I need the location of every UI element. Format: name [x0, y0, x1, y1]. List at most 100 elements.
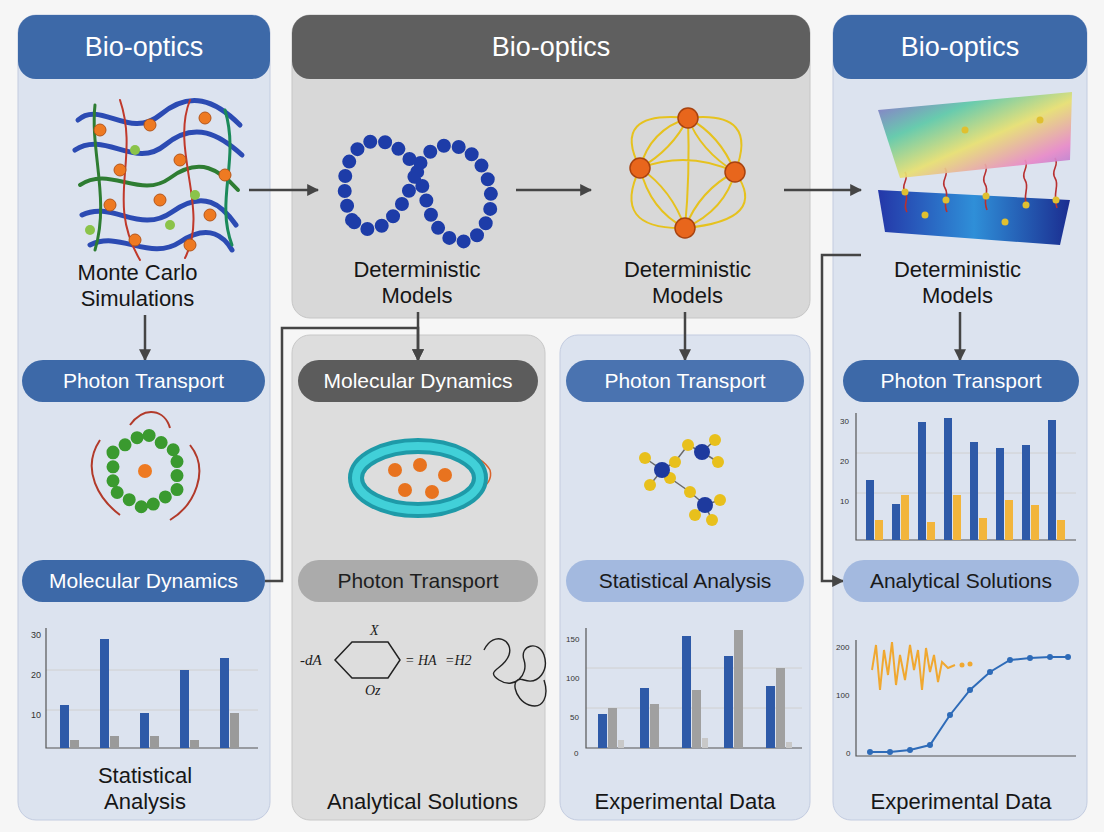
torus-illustration [413, 458, 427, 472]
label-holder: 200 [836, 636, 849, 654]
label-holder: 100 [836, 684, 849, 702]
formula-text: Oz [365, 683, 381, 698]
bar-chart [856, 413, 1076, 540]
bar-chart [618, 738, 792, 748]
flow-arrow [822, 255, 861, 581]
protein-illustration [184, 239, 196, 251]
axis-tick: 10 [840, 497, 849, 506]
method-pill: Photon Transport [298, 560, 538, 602]
bar-chart [190, 740, 199, 748]
line-chart [960, 662, 973, 668]
bar-chart [640, 688, 649, 748]
line-chart [968, 662, 973, 667]
line-chart [987, 669, 993, 675]
line-chart [856, 640, 1076, 756]
protein-illustration [75, 100, 242, 260]
molecule-illustration [639, 434, 726, 526]
bar-chart [856, 453, 1076, 493]
label-holder: 20 [840, 450, 849, 468]
figure-block: Experimental Data [570, 620, 800, 818]
bar-chart [970, 442, 978, 540]
molecule-illustration [92, 412, 200, 520]
axis-tick: 30 [31, 630, 41, 640]
molecule-illustration [138, 464, 152, 478]
panel-heading: Bio-optics [292, 15, 810, 79]
bar-chart [140, 713, 149, 748]
label-holder: X [370, 621, 379, 639]
layered-surface-illustration [943, 197, 950, 204]
formula-text: -dA [300, 652, 322, 668]
figure-block: Deterministic Models [861, 90, 1054, 312]
bar-chart [618, 740, 624, 748]
protein-illustration [80, 167, 238, 190]
bar-chart [180, 670, 189, 748]
protein-illustration [130, 145, 140, 155]
molecule-illustration [694, 444, 710, 460]
panel-shape [833, 15, 1087, 820]
bar-chart [608, 708, 617, 748]
protein-illustration [75, 100, 242, 260]
bar-chart [1005, 500, 1013, 540]
method-pill: Photon Transport [566, 360, 804, 402]
layered-surface-illustration [962, 127, 969, 134]
protein-illustration [78, 101, 240, 125]
panel-shape [292, 15, 810, 318]
line-chart [927, 742, 933, 748]
bar-chart [918, 422, 926, 540]
pill-label: Analytical Solutions [870, 569, 1052, 593]
figure-caption: Deterministic Models [861, 257, 1054, 308]
bar-chart [586, 628, 802, 748]
figure-caption: Experimental Data [871, 789, 1052, 814]
bar-chart [70, 740, 79, 748]
yellow-network-illustration [630, 108, 745, 238]
bar-chart [60, 705, 69, 748]
torus-illustration [438, 468, 452, 482]
bar-chart [786, 742, 792, 748]
molecule-illustration [684, 486, 696, 498]
axis-tick: 20 [840, 457, 849, 466]
bar-chart [682, 636, 691, 748]
bar-chart [692, 690, 701, 748]
protein-illustration [154, 194, 166, 206]
layered-surface-illustration [944, 168, 947, 212]
molecule-illustration [706, 514, 718, 526]
bar-chart [586, 628, 802, 748]
yellow-network-illustration [630, 108, 745, 238]
figure-caption: Analytical Solutions [327, 789, 518, 814]
molecule-illustration [639, 434, 726, 526]
flow-arrow [144, 315, 147, 360]
yellow-network-illustration [675, 218, 695, 238]
layered-surface-illustration [878, 92, 1072, 245]
line-chart [856, 640, 1076, 756]
molecule-illustration [712, 456, 724, 468]
figure-block: Experimental Data [845, 620, 1077, 818]
protein-illustration [104, 199, 116, 211]
layered-surface-illustration [1024, 160, 1027, 208]
label-holder: Oz [365, 681, 381, 699]
axis-tick: 0 [574, 749, 578, 758]
molecule-illustration [645, 440, 720, 520]
pill-label: Photon Transport [604, 369, 765, 393]
axis-tick: 100 [566, 674, 579, 683]
yellow-network-illustration [678, 108, 698, 128]
line-chart [1027, 655, 1033, 661]
line-chart [1007, 657, 1013, 663]
flow-arrow [784, 189, 861, 192]
label-holder: 50 [570, 706, 579, 724]
pill-label: Photon Transport [880, 369, 1041, 393]
label-holder: 0 [846, 742, 850, 760]
bar-chart [100, 639, 109, 748]
lower-panel [292, 335, 545, 820]
label-holder: = HA [405, 651, 437, 669]
torus-illustration [388, 463, 402, 477]
bar-chart [1048, 420, 1056, 540]
protein-illustration [190, 190, 200, 200]
bar-chart [875, 520, 883, 540]
protein-illustration [184, 100, 193, 258]
bar-chart [996, 448, 1004, 540]
layered-surface-illustration [983, 193, 990, 200]
column-panel: Deterministic ModelsPhoton TransportAnal… [833, 15, 1087, 820]
chemical-structure [484, 639, 546, 706]
